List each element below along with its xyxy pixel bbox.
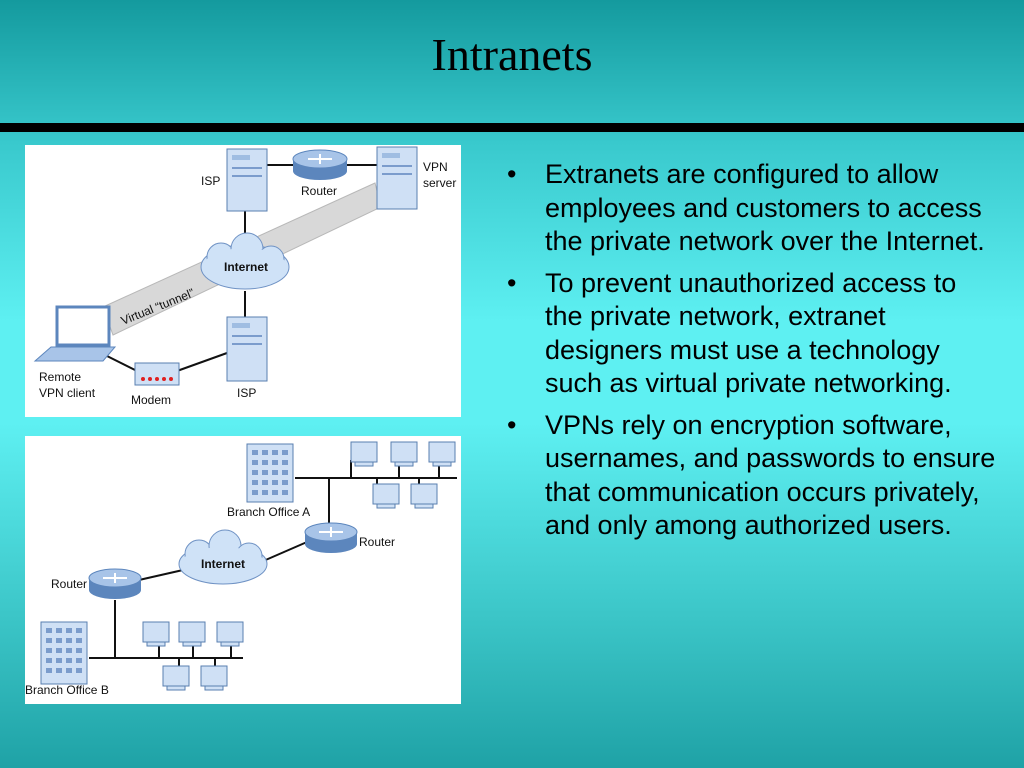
branch-b-building-icon <box>40 621 88 685</box>
isp-server-icon <box>226 148 268 212</box>
router-left-label: Router <box>51 577 87 591</box>
bullet-item: To prevent unauthorized access to the pr… <box>497 267 997 401</box>
computer-icon <box>142 621 244 691</box>
internet-cloud-icon <box>178 529 268 585</box>
branch-a-building-icon <box>246 443 294 503</box>
modem-icon <box>134 362 180 386</box>
isp-bottom-label: ISP <box>237 386 256 400</box>
vpn-label: VPN <box>423 160 448 174</box>
vpn-client-label: VPN client <box>39 386 96 400</box>
branch-diagram: Branch Office A Router Internet Router B… <box>25 436 461 704</box>
bullet-list: Extranets are configured to allow employ… <box>497 158 997 551</box>
internet-label: Internet <box>224 260 268 274</box>
branch-a-label: Branch Office A <box>227 505 310 519</box>
modem-label: Modem <box>131 393 171 407</box>
remote-label: Remote <box>39 370 81 384</box>
isp-label: ISP <box>201 174 220 188</box>
router-left-icon <box>88 568 142 599</box>
title-divider <box>0 123 1024 132</box>
laptop-icon <box>33 305 117 362</box>
bullet-item: Extranets are configured to allow employ… <box>497 158 997 259</box>
slide-title: Intranets <box>431 29 593 80</box>
bullet-item: VPNs rely on encryption software, userna… <box>497 409 997 543</box>
vpn-diagram: ISP Router VPN server Internet Virtual “… <box>25 145 461 417</box>
isp-server-bottom-icon <box>226 316 268 382</box>
router-label: Router <box>301 184 337 198</box>
internet-label: Internet <box>201 557 245 571</box>
vpn-server-icon <box>376 146 418 210</box>
branch-b-label: Branch Office B <box>25 683 109 697</box>
computer-icon <box>350 441 456 509</box>
server-label: server <box>423 176 456 190</box>
router-right-label: Router <box>359 535 395 549</box>
router-right-icon <box>304 522 358 553</box>
router-icon <box>292 149 348 180</box>
internet-cloud-icon <box>200 232 290 290</box>
